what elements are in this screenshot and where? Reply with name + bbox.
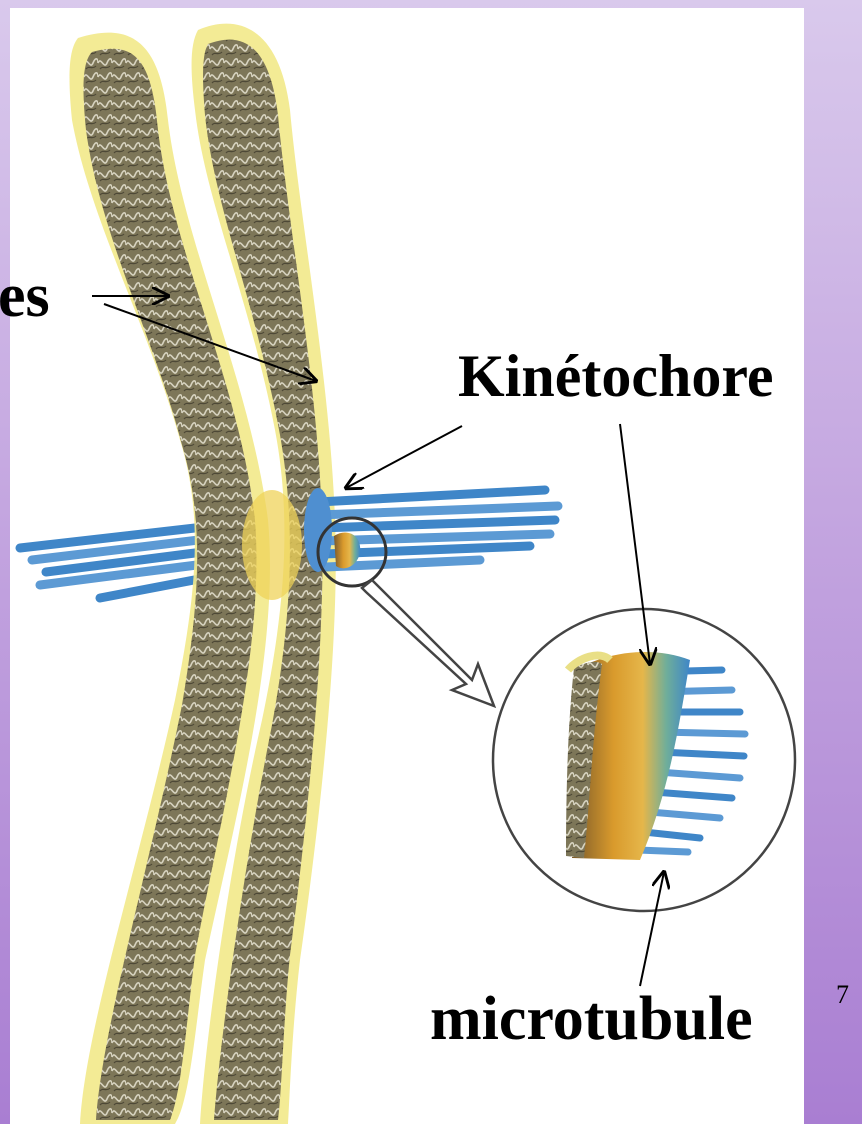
magnified-view (493, 609, 795, 911)
label-kinetochore: Kinétochore (458, 346, 774, 406)
centromere (242, 490, 302, 600)
label-chromatids-truncated: es (0, 265, 50, 327)
label-microtubule: microtubule (430, 988, 753, 1050)
slide-number: 7 (836, 980, 849, 1010)
arrow-icon (346, 426, 462, 488)
hollow-arrow-icon (362, 580, 494, 706)
